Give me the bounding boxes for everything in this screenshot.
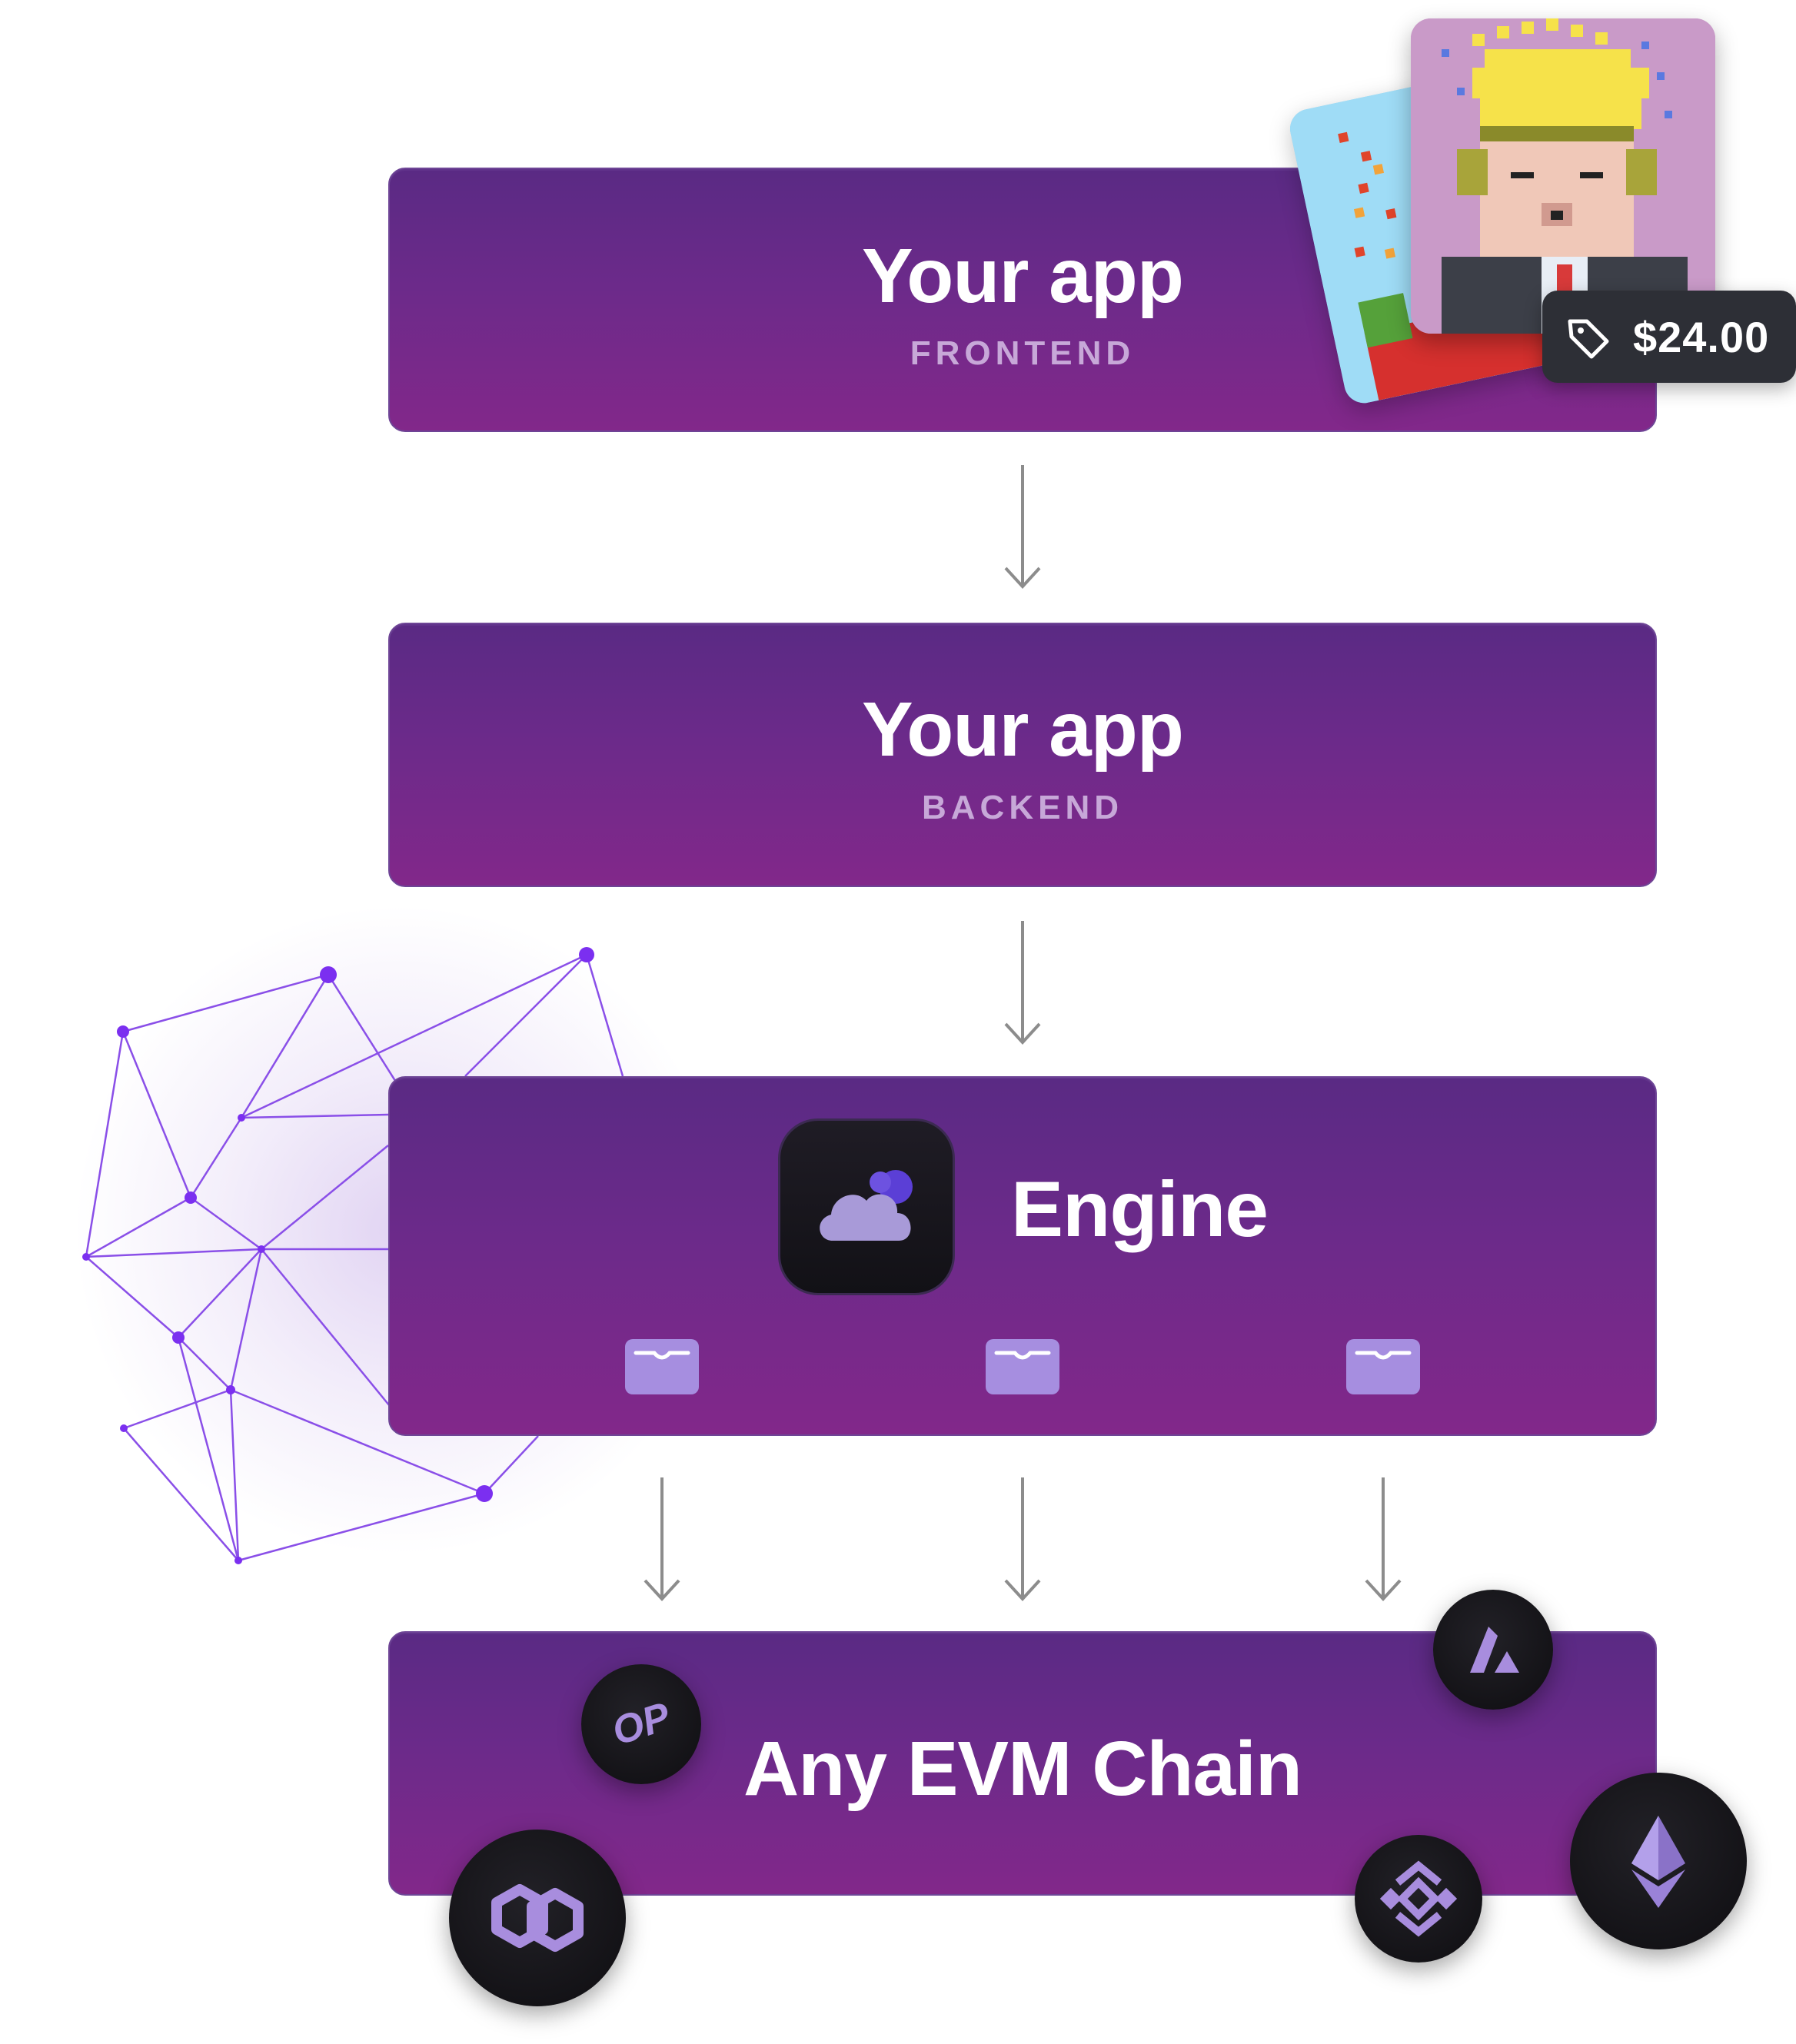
avalanche-icon xyxy=(1470,1627,1519,1673)
backend-title: Your app xyxy=(862,686,1184,773)
arrow-down xyxy=(644,1477,680,1601)
arrow-down xyxy=(1004,1477,1041,1601)
bnb-coin xyxy=(1355,1835,1482,1963)
ethereum-icon xyxy=(1631,1816,1685,1908)
backend-box: Your app BACKEND xyxy=(388,623,1657,887)
op-icon: OP xyxy=(607,1693,676,1755)
chain-title: Any EVM Chain xyxy=(743,1726,1302,1812)
frontend-title: Your app xyxy=(862,233,1184,319)
backend-subtitle: BACKEND xyxy=(922,789,1123,826)
tag-icon xyxy=(1568,319,1609,359)
avalanche-coin xyxy=(1433,1590,1553,1710)
wallet-icon xyxy=(986,1339,1059,1394)
network-mesh-graphic xyxy=(82,947,624,1564)
cloud-icon xyxy=(820,1170,913,1241)
arrow-down xyxy=(1004,465,1041,589)
bnb-icon xyxy=(1379,1860,1458,1937)
engine-app-icon xyxy=(778,1118,955,1295)
wallet-icon xyxy=(1346,1339,1420,1394)
arrow-down xyxy=(1004,921,1041,1045)
nft-card-front xyxy=(1411,18,1715,334)
polygon-coin xyxy=(449,1830,626,2006)
price-tag: $24.00 xyxy=(1542,291,1796,383)
wallet-icon xyxy=(625,1339,699,1394)
arrow-down xyxy=(1365,1477,1402,1601)
ethereum-coin xyxy=(1570,1773,1747,1949)
frontend-subtitle: FRONTEND xyxy=(910,334,1136,372)
polygon-icon xyxy=(491,1884,584,1952)
op-coin: OP xyxy=(581,1664,701,1784)
engine-title: Engine xyxy=(1011,1165,1269,1253)
price-value: $24.00 xyxy=(1633,313,1770,361)
